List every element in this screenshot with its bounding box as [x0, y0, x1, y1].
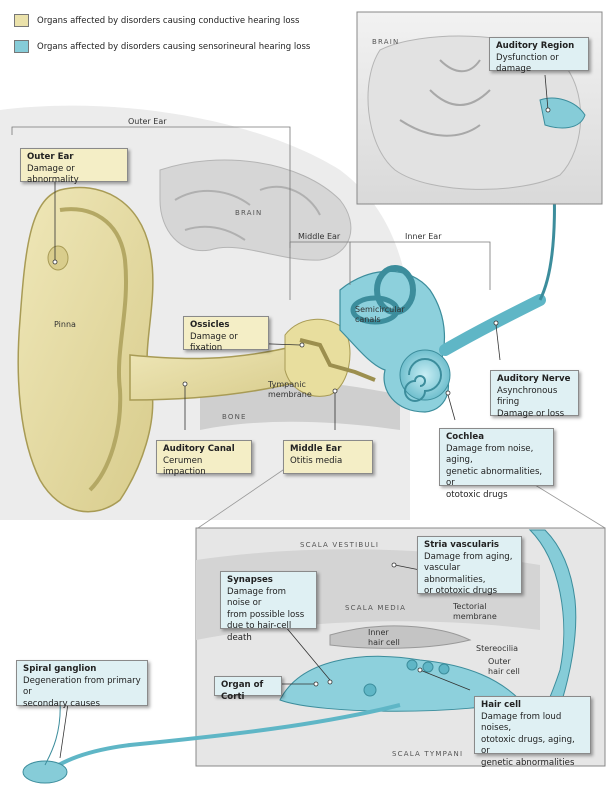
callout-cochlea-title: Cochlea: [446, 432, 484, 442]
auditory-nerve-shape: [439, 294, 546, 356]
callout-outer-ear-desc: Damage or abnormality: [27, 163, 79, 186]
callout-synapses-title: Synapses: [227, 575, 273, 585]
auditory-region-highlight: [539, 97, 586, 129]
callout-stria-vascularis-desc: Damage from aging, vascular abnormalitie…: [424, 551, 513, 597]
brain-tissue: [159, 159, 352, 261]
label-brain-inset: BRAIN: [372, 38, 400, 46]
callout-middle-ear-desc: Otitis media: [290, 455, 343, 466]
callout-outer-ear-title: Outer Ear: [27, 152, 74, 162]
label-inner-ear: Inner Ear: [405, 232, 442, 241]
label-tectorial-membrane: Tectorial membrane: [453, 602, 497, 621]
callout-spiral-ganglion-title: Spiral ganglion: [23, 664, 97, 674]
callout-stria-vascularis-title: Stria vascularis: [424, 540, 500, 550]
callout-auditory-region: Auditory Region Dysfunction or damage: [489, 37, 589, 74]
callout-cochlea: Cochlea Damage from noise, aging, geneti…: [439, 428, 554, 500]
label-pinna: Pinna: [54, 320, 76, 329]
callout-organ-of-corti-title: Organ of Corti: [221, 680, 264, 702]
inner-ear-bracket: [350, 241, 491, 290]
callout-auditory-region-title: Auditory Region: [496, 41, 575, 51]
callout-ossicles-desc: Damage or fixation: [190, 331, 238, 354]
sensorineural-swatch: [14, 40, 29, 53]
callout-stria-vascularis: Stria vascularis Damage from aging, vasc…: [417, 536, 522, 596]
label-bone: BONE: [222, 413, 247, 421]
label-outer-hair-cell: Outer hair cell: [488, 657, 520, 676]
callout-synapses: Synapses Damage from noise or from possi…: [220, 571, 317, 643]
callout-ossicles: Ossicles Damage or fixation: [183, 316, 269, 353]
callout-organ-of-corti: Organ of Corti: [214, 676, 282, 702]
tectorial-membrane-shape: [329, 625, 472, 649]
label-scala-vestibuli: SCALA VESTIBULI: [300, 541, 380, 549]
label-inner-hair-cell: Inner hair cell: [368, 628, 400, 647]
callout-auditory-nerve: Auditory Nerve Asynchronous firing Damag…: [490, 370, 579, 419]
label-semicircular-canals: Semicircular canals: [355, 305, 405, 324]
callout-spiral-ganglion-desc: Degeneration from primary or secondary c…: [23, 675, 141, 709]
label-outer-ear: Outer Ear: [128, 117, 167, 126]
label-scala-media: SCALA MEDIA: [345, 604, 407, 612]
callout-cochlea-desc: Damage from noise, aging, genetic abnorm…: [446, 443, 543, 500]
legend-conductive: Organs affected by disorders causing con…: [14, 14, 299, 27]
callout-synapses-desc: Damage from noise or from possible loss …: [227, 586, 305, 643]
cochlea-shape: [399, 349, 451, 401]
bone-area: [200, 380, 400, 430]
callout-auditory-canal-title: Auditory Canal: [163, 444, 235, 454]
label-brain: BRAIN: [235, 209, 263, 217]
callout-auditory-canal-desc: Cerumen impaction: [163, 455, 206, 478]
ossicles-shape: [299, 338, 376, 382]
callout-ossicles-title: Ossicles: [190, 320, 230, 330]
legend-sensorineural-label: Organs affected by disorders causing sen…: [37, 41, 311, 52]
spiral-ganglion-cell: [22, 760, 68, 784]
callout-auditory-canal: Auditory Canal Cerumen impaction: [156, 440, 252, 477]
callout-hair-cell: Hair cell Damage from loud noises, ototo…: [474, 696, 591, 768]
callout-auditory-region-desc: Dysfunction or damage: [496, 52, 559, 75]
label-tympanic-membrane: Tympanic membrane: [268, 380, 312, 399]
label-scala-tympani: SCALA TYMPANI: [392, 750, 464, 758]
callout-middle-ear: Middle Ear Otitis media: [283, 440, 373, 474]
callout-outer-ear: Outer Ear Damage or abnormality: [20, 148, 128, 185]
label-stereocilia: Stereocilia: [476, 644, 519, 653]
conductive-swatch: [14, 14, 29, 27]
pinna-shape: [17, 186, 154, 513]
callout-hair-cell-title: Hair cell: [481, 700, 521, 710]
outer-ear-bracket: [11, 126, 291, 300]
callout-hair-cell-desc: Damage from loud noises, ototoxic drugs,…: [481, 711, 575, 768]
spiral-ganglion-nerve: [38, 703, 401, 780]
legend-sensorineural: Organs affected by disorders causing sen…: [14, 40, 310, 53]
callout-auditory-nerve-desc: Asynchronous firing Damage or loss: [497, 385, 565, 419]
callout-auditory-nerve-title: Auditory Nerve: [497, 374, 571, 384]
callout-middle-ear-title: Middle Ear: [290, 444, 342, 454]
semicircular-canal-2: [350, 295, 400, 325]
legend-conductive-label: Organs affected by disorders causing con…: [37, 15, 300, 26]
label-middle-ear: Middle Ear: [298, 232, 341, 241]
callout-spiral-ganglion: Spiral ganglion Degeneration from primar…: [16, 660, 148, 709]
